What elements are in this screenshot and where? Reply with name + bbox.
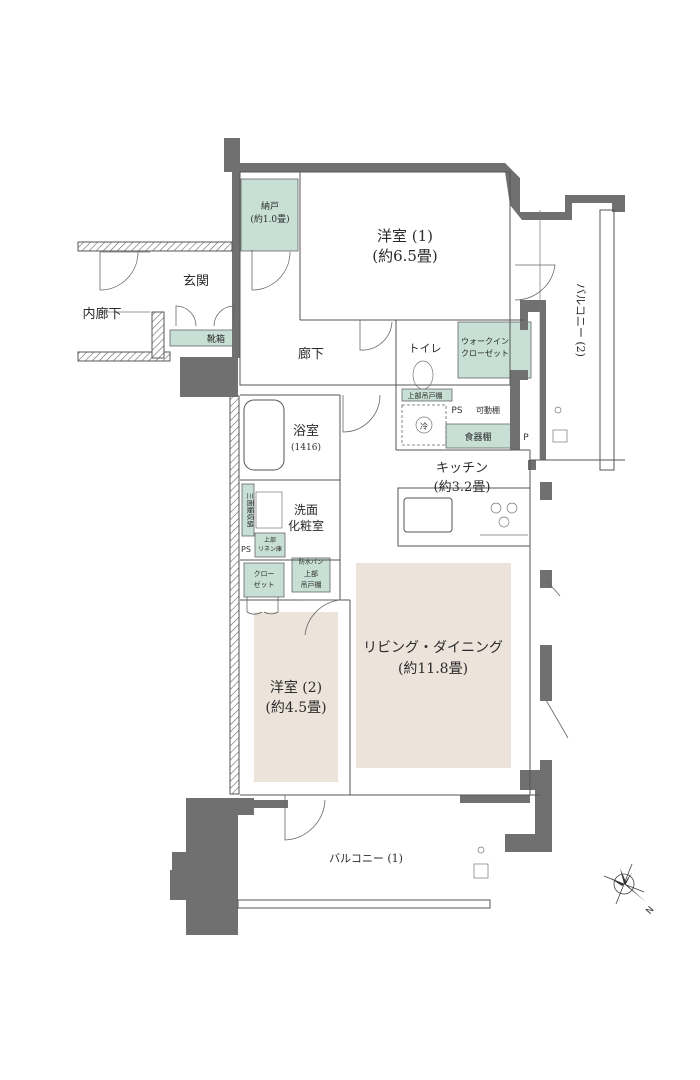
washroom-line1: 洗面 (294, 503, 318, 517)
upper-cab2-line2: 吊戸棚 (301, 580, 322, 589)
western2-size: (約4.5畳) (265, 700, 326, 716)
inner-corridor-label: 内廊下 (82, 306, 121, 322)
storage-name: 納戸 (261, 200, 279, 212)
linen-shelf-label: リネン庫 (258, 545, 282, 553)
closet-line1: クロー (254, 570, 275, 578)
compass-icon (603, 863, 646, 905)
toilet-label: トイレ (409, 342, 442, 355)
upper-cab2-line1: 上部 (304, 569, 318, 578)
storage-size: (約1.0畳) (250, 213, 289, 225)
bath-name: 浴室 (293, 423, 319, 439)
closet-2 (243, 562, 285, 598)
shoe-box-label: 靴箱 (207, 333, 225, 345)
western2-floor (254, 612, 338, 782)
movable-shelf-label: 可動棚 (476, 405, 500, 415)
linen-shelf (254, 532, 286, 558)
kitchen-name: キッチン (436, 461, 488, 476)
linen-upper-label: 上部 (264, 536, 276, 544)
corridor-wall-top (77, 241, 233, 252)
walkin-line1: ウォークイン (461, 337, 509, 346)
ps2-label: PS (241, 545, 251, 554)
kitchen-size: (約3.2畳) (434, 480, 491, 495)
waterproof-pan-label: 防水パン (299, 558, 323, 566)
balcony2-label: バルコニー (2) (574, 283, 587, 357)
fridge-label: 冷 (420, 421, 428, 431)
mirror-storage-label: 三面鏡収納 (246, 493, 255, 528)
ps-label: PS (451, 406, 462, 416)
ldk-name: リビング・ダイニング (363, 640, 503, 656)
p-label: P (523, 433, 529, 443)
western1-name: 洋室 (1) (377, 227, 433, 245)
corridor-wall-bottom (77, 351, 171, 362)
corridor-wall-post (151, 311, 165, 359)
mirror-storage (241, 483, 255, 537)
toilet-cabinet (401, 388, 453, 402)
upper-cabinet-2 (291, 557, 331, 593)
shoe-box (169, 329, 241, 347)
western2-name: 洋室 (2) (270, 679, 322, 696)
doors (99, 250, 569, 841)
storage-closet (240, 178, 299, 252)
partitions (237, 171, 625, 909)
corridor-label: 廊下 (298, 346, 324, 362)
compass-label: N (644, 905, 656, 917)
western1-size: (約6.5畳) (372, 247, 438, 265)
balcony1-label: バルコニー (1) (329, 852, 403, 865)
closet-line2: ゼット (254, 580, 275, 589)
pantry-label: 食器棚 (464, 431, 491, 443)
washroom-line2: 化粧室 (288, 518, 324, 533)
ldk-floor (356, 563, 511, 768)
bath-size: (1416) (291, 442, 321, 453)
entrance-label: 玄関 (183, 274, 209, 289)
walkin-line2: クローゼット (461, 348, 509, 358)
upper-cabinet-label: 上部吊戸棚 (408, 391, 443, 400)
walkin-closet (457, 321, 532, 379)
exterior-walls (170, 138, 625, 935)
ldk-size: (約11.8畳) (398, 661, 468, 677)
